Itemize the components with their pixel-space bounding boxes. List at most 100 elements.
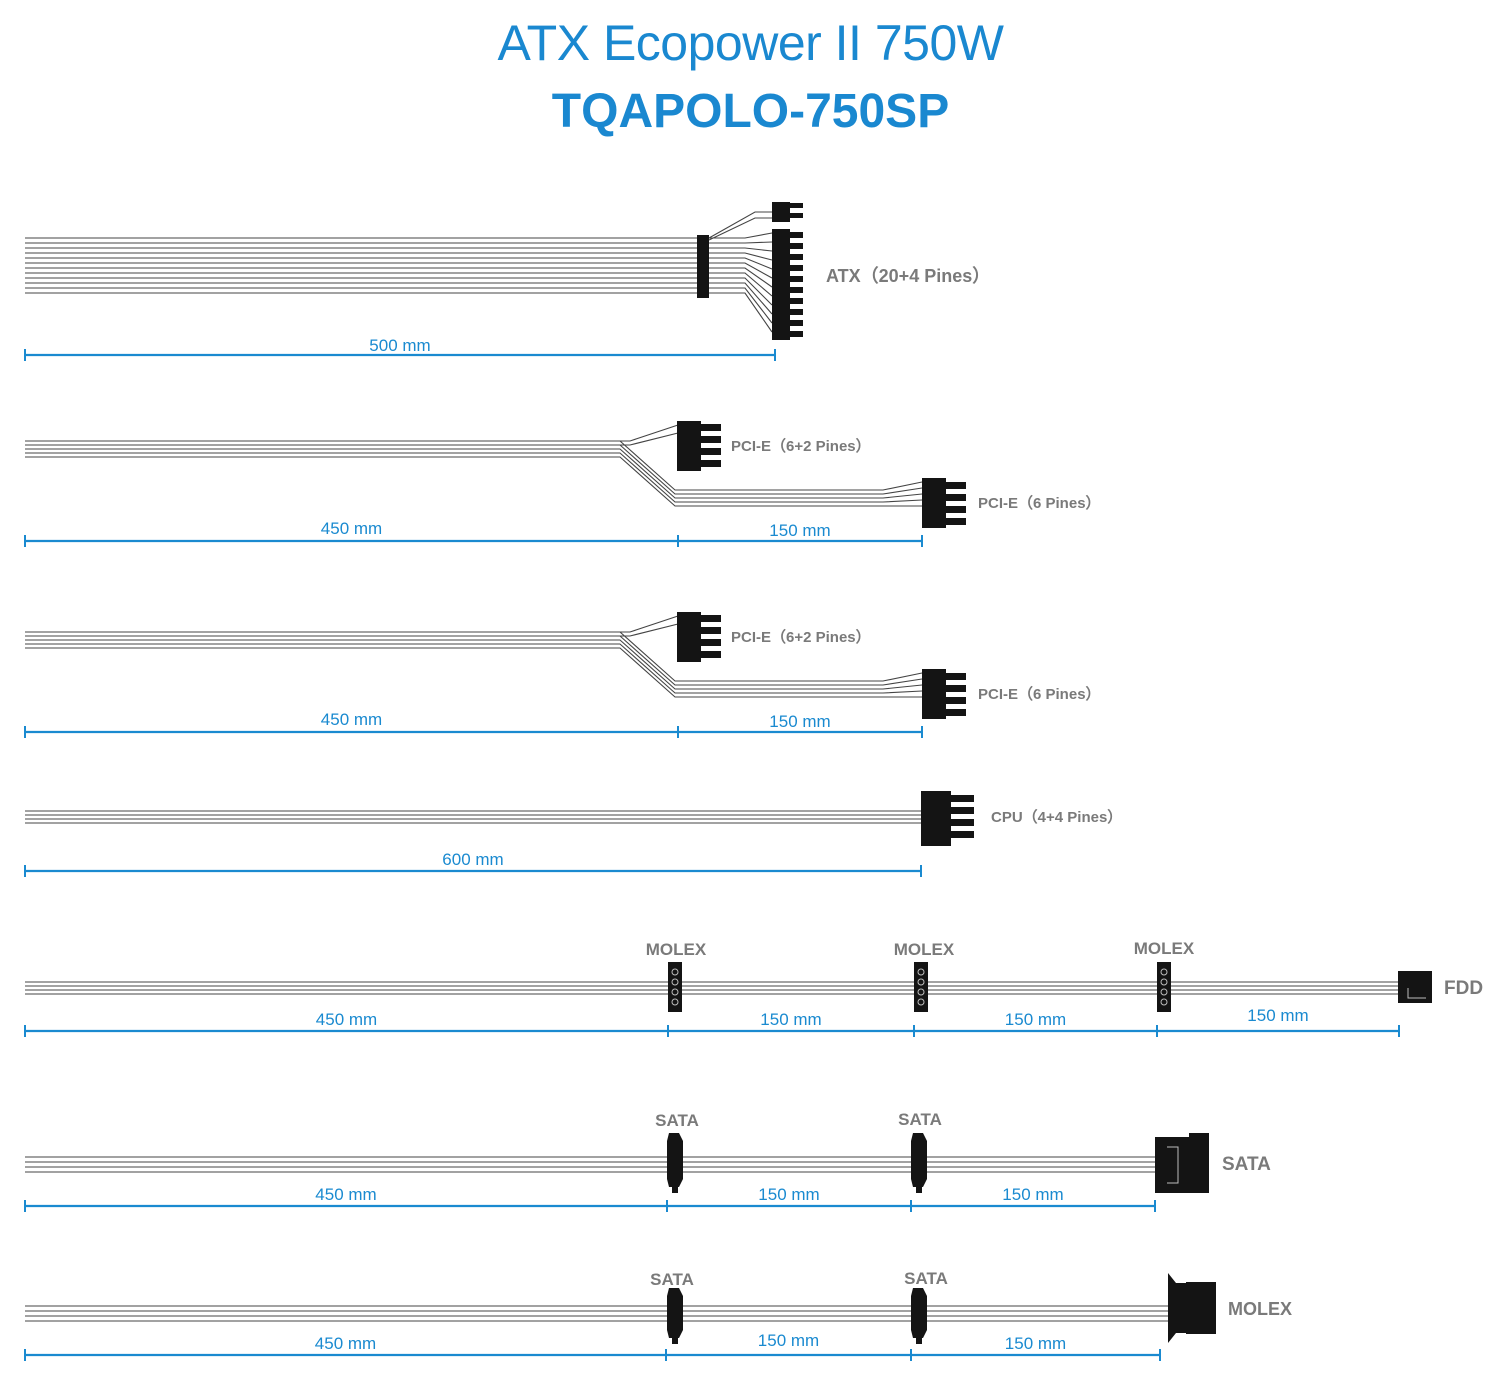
pin: [946, 518, 966, 525]
pcie-wire: [612, 643, 923, 694]
pin: [790, 287, 803, 293]
pcie-6plus2-connector: [677, 421, 721, 471]
pcie-6pin-connector: [922, 669, 966, 719]
pcie-wire: [612, 456, 922, 507]
sata-inline-connector: [911, 1288, 927, 1344]
atx-fanout-wire: [709, 272, 773, 297]
molex-pin: [671, 968, 679, 976]
pcie-fanout-wire: [612, 615, 679, 633]
pin: [790, 276, 803, 282]
connector-label: PCI-E（6+2 Pines）: [731, 628, 871, 646]
pin: [790, 298, 803, 304]
pin: [790, 232, 803, 238]
length-label: 600 mm: [442, 850, 503, 869]
pcie-wire: [612, 444, 923, 495]
molex-end-body: [1168, 1273, 1186, 1343]
pin: [951, 831, 974, 838]
sata-inline-tip: [672, 1187, 678, 1193]
sata-end-body: [1155, 1137, 1189, 1193]
length-label: 450 mm: [315, 1334, 376, 1353]
connector-label: CPU（4+4 Pines）: [991, 808, 1122, 826]
connector-label: SATA: [1222, 1154, 1271, 1175]
model-number: TQAPOLO-750SP: [551, 85, 950, 138]
atx-fanout-wire: [709, 292, 773, 333]
pin: [946, 494, 966, 501]
molex-inline-connector: [1157, 962, 1171, 1012]
cable-sata: SATA SATA SATA 450 mm 150 mm 150 mm: [24, 1110, 1271, 1212]
atx-20pin-body: [772, 229, 790, 340]
pin: [701, 615, 721, 622]
pcie-6plus2-body: [677, 612, 701, 662]
pcie-fanout-wire: [612, 424, 679, 442]
molex-end-connector: [1168, 1273, 1216, 1343]
cpu-connector: [921, 791, 974, 846]
pin: [790, 254, 803, 260]
molex-body: [668, 962, 682, 1012]
cable-atx: ATX（20+4 Pines）500 mm: [24, 202, 990, 361]
molex-pin: [671, 988, 679, 996]
length-label: 150 mm: [1005, 1010, 1066, 1029]
pcie-6pin-body: [922, 669, 946, 719]
pcie-wire: [612, 639, 923, 690]
length-label: 150 mm: [1005, 1334, 1066, 1353]
molex-inline-connector: [914, 962, 928, 1012]
connector-label: MOLEX: [1134, 939, 1195, 958]
connector-label: SATA: [898, 1110, 942, 1129]
molex-end-head: [1186, 1282, 1216, 1334]
sata-end-slot: [1167, 1146, 1179, 1184]
connector-label: PCI-E（6 Pines）: [978, 685, 1101, 703]
sata-inline-connector: [667, 1288, 683, 1344]
length-label: 150 mm: [758, 1185, 819, 1204]
pin: [790, 331, 803, 337]
pin: [946, 709, 966, 716]
pcie-6plus2-body: [677, 421, 701, 471]
fdd-notch: [1407, 988, 1426, 999]
atx-fanout-wire: [709, 267, 773, 288]
pin: [701, 448, 721, 455]
cable-cpu: CPU（4+4 Pines） 600 mm: [24, 791, 1122, 877]
pin: [701, 460, 721, 467]
atx-fanout-wire: [709, 257, 773, 270]
pin: [946, 697, 966, 704]
length-label: 150 mm: [758, 1331, 819, 1350]
molex-pin: [1160, 988, 1168, 996]
cpu-body: [921, 791, 951, 846]
pcie-6pin-connector: [922, 478, 966, 528]
length-label: 450 mm: [315, 1185, 376, 1204]
product-title: ATX Ecopower II 750W: [497, 15, 1004, 71]
pcie-wire: [612, 440, 923, 491]
length-label: 450 mm: [321, 519, 382, 538]
pin: [951, 807, 974, 814]
atx-fanout-wire: [709, 262, 773, 279]
connector-label: SATA: [655, 1111, 699, 1130]
atx-20pin-connector: [772, 229, 803, 340]
molex-body: [914, 962, 928, 1012]
atx-fanout-wire: [709, 282, 773, 315]
pcie-wire: [612, 635, 923, 686]
molex-pin: [671, 998, 679, 1006]
connector-label: PCI-E（6+2 Pines）: [731, 437, 871, 455]
length-label: 150 mm: [1002, 1185, 1063, 1204]
sata-inline-body: [911, 1133, 927, 1187]
length-label: 450 mm: [321, 710, 382, 729]
connector-label: MOLEX: [646, 940, 707, 959]
molex-pin: [917, 988, 925, 996]
length-label: 500 mm: [369, 336, 430, 355]
pin: [790, 309, 803, 315]
pin: [946, 482, 966, 489]
connector-label: SATA: [904, 1269, 948, 1288]
connector-label: SATA: [650, 1270, 694, 1289]
atx-fanout-wire: [709, 241, 773, 244]
connector-label: PCI-E（6 Pines）: [978, 494, 1101, 512]
sata-inline-tip: [672, 1338, 678, 1344]
sata-inline-body: [667, 1133, 683, 1187]
pin: [790, 265, 803, 271]
atx-fanout-wire: [708, 211, 772, 239]
pin: [946, 506, 966, 513]
sata-end-head: [1189, 1133, 1209, 1193]
connector-label: FDD: [1444, 978, 1483, 999]
sata-inline-tip: [916, 1338, 922, 1344]
